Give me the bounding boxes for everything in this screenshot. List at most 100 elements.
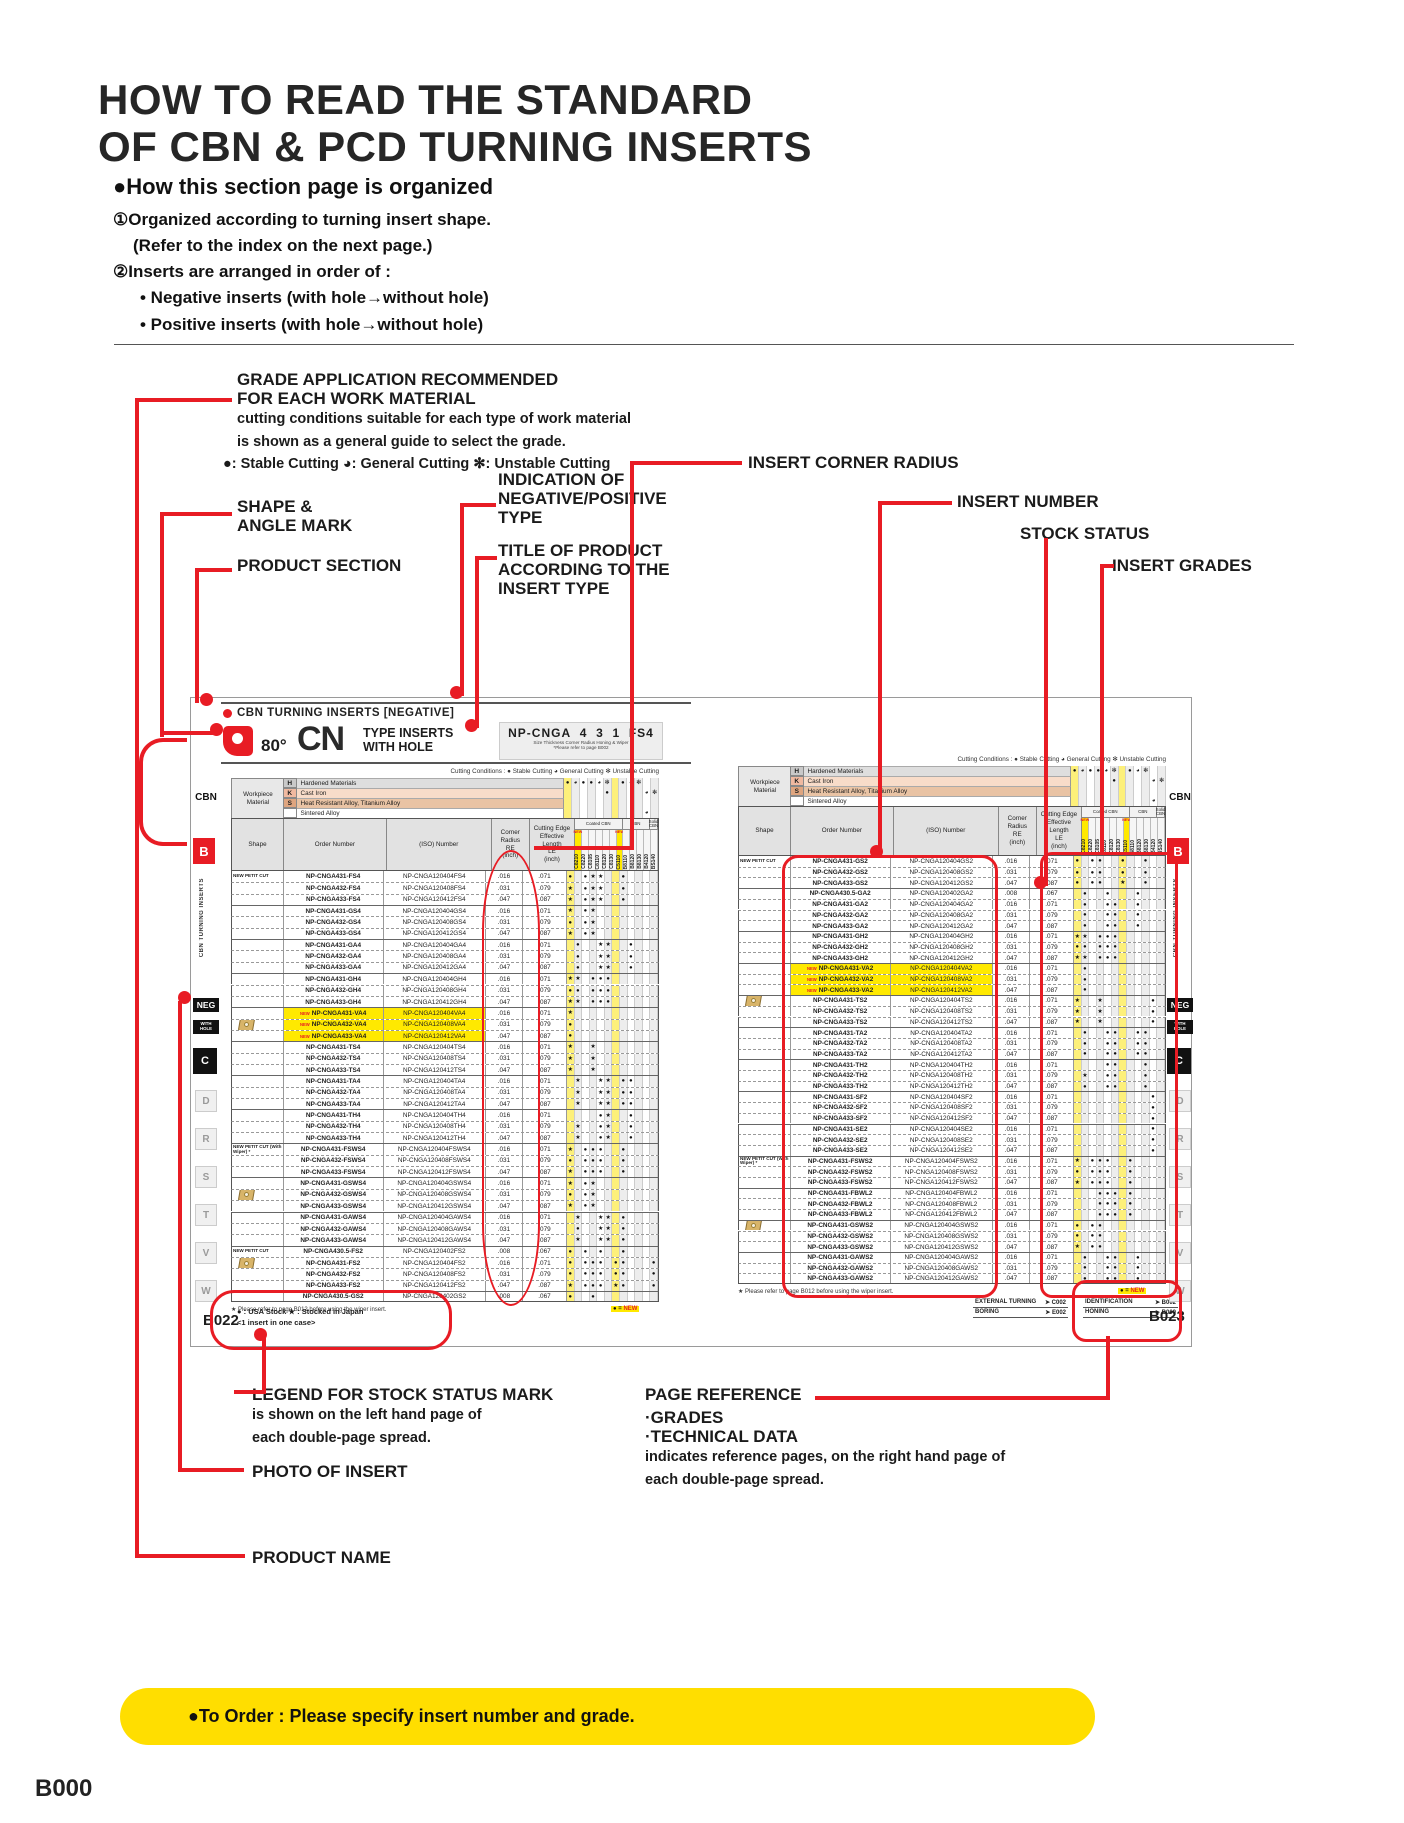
grade-mark-cell bbox=[574, 1178, 583, 1189]
grade-mark-cell: ★ bbox=[589, 917, 598, 928]
grade-mark-cell bbox=[1157, 1167, 1165, 1177]
grade-mark-cell bbox=[1096, 974, 1105, 985]
grade-mark-cell: ★ bbox=[1081, 1071, 1090, 1081]
grade-mark-cell: ● bbox=[1073, 856, 1082, 867]
grade-mark-cell: ★ bbox=[566, 883, 575, 894]
grade-mark-cell bbox=[1119, 1242, 1128, 1252]
corner-radius-cell: .031 bbox=[993, 1006, 1031, 1017]
grade-mark-cell bbox=[1089, 1188, 1097, 1199]
grade-mark-cell bbox=[1104, 1242, 1112, 1252]
grade-mark-cell bbox=[643, 1257, 651, 1269]
callout-shape-angle: SHAPE & ANGLE MARK bbox=[237, 497, 352, 535]
grade-mark-cell bbox=[574, 1110, 583, 1121]
grade-mark-cell: ● bbox=[1150, 1092, 1158, 1103]
grade-mark-cell: ● bbox=[1104, 1049, 1112, 1060]
grade-mark-cell bbox=[1142, 1242, 1150, 1252]
grade-mark-cell: ● bbox=[1089, 867, 1097, 878]
grade-mark-cell: ● bbox=[1096, 1220, 1105, 1231]
grade-mark-cell: ● bbox=[582, 1269, 590, 1280]
workpiece-name: Hardened Materials bbox=[803, 766, 1072, 776]
grade-mark-cell: ● bbox=[1150, 1124, 1158, 1135]
grade-mark-cell bbox=[574, 1019, 583, 1030]
insert-photo bbox=[237, 1257, 256, 1269]
grade-mark-cell bbox=[1135, 1199, 1143, 1210]
grade-mark-cell bbox=[635, 1201, 643, 1212]
grade-mark-cell bbox=[587, 798, 596, 808]
iso-number-cell: NP-CNGA120412GS2 bbox=[891, 878, 993, 889]
intro-line-4: • Negative inserts (with hole→without ho… bbox=[140, 288, 489, 307]
iso-number-cell: NP-CNGA120412GH4 bbox=[384, 996, 486, 1008]
grade-mark-cell: ● bbox=[1089, 1167, 1097, 1177]
grade-mark-cell bbox=[572, 788, 580, 798]
grade-mark-cell bbox=[1096, 910, 1105, 921]
grade-mark-cell: ● bbox=[620, 1257, 628, 1269]
grade-mark-cell bbox=[612, 928, 621, 940]
grade-mark-cell: ● bbox=[589, 1167, 598, 1178]
grade-mark-cell bbox=[1135, 974, 1143, 985]
grade-mark-cell bbox=[604, 894, 613, 906]
callout-line bbox=[815, 1396, 1110, 1400]
grade-mark-cell bbox=[1081, 1231, 1090, 1242]
callout-line bbox=[135, 398, 232, 402]
grade-mark-cell: ● bbox=[1104, 1252, 1112, 1263]
edge-length-cell: .079 bbox=[1030, 1071, 1074, 1081]
grade-mark-cell bbox=[1127, 1081, 1135, 1092]
grade-mark-cell bbox=[1118, 766, 1127, 776]
grade-mark-cell bbox=[1089, 889, 1097, 899]
shape-cell bbox=[232, 1189, 284, 1201]
iso-number-cell: NP-CNGA120404VA2 bbox=[890, 964, 993, 974]
grade-mark-cell: ★ bbox=[604, 1110, 613, 1121]
shape-cell bbox=[232, 906, 284, 917]
iso-number-cell: NP-CNGA120408GSWS2 bbox=[891, 1231, 993, 1242]
order-number-cell: NP-CNGA433-TA2 bbox=[791, 1049, 891, 1060]
grade-mark-cell bbox=[650, 1189, 658, 1201]
grade-mark-cell bbox=[1126, 776, 1135, 786]
corner-radius-cell: .016 bbox=[993, 1220, 1031, 1231]
grade-mark-cell bbox=[589, 1087, 598, 1098]
grade-mark-cell bbox=[1073, 921, 1082, 931]
grade-mark-cell bbox=[566, 1121, 575, 1133]
grade-mark-cell bbox=[604, 1019, 613, 1030]
grade-mark-cell bbox=[1089, 1017, 1097, 1028]
grade-mark-cell: ● bbox=[582, 928, 590, 940]
callout-line bbox=[630, 461, 742, 465]
shape-cell: NEW PETIT CUT bbox=[232, 871, 284, 883]
grade-mark-cell bbox=[643, 917, 651, 928]
edge-length-cell: .071 bbox=[523, 1076, 567, 1087]
shape-cell bbox=[232, 1280, 284, 1291]
grade-mark-cell bbox=[596, 798, 604, 808]
shape-cell bbox=[232, 1257, 284, 1269]
grade-mark-cell: ● bbox=[1104, 1188, 1112, 1199]
grade-mark-cell bbox=[1158, 786, 1166, 796]
grade-mark-cell bbox=[650, 1212, 658, 1223]
grade-mark-cell bbox=[1111, 1167, 1120, 1177]
shape-cell bbox=[232, 940, 284, 951]
grade-mark-cell: ◕ bbox=[1134, 766, 1143, 776]
workpiece-marks: ◕ bbox=[1071, 796, 1166, 806]
grade-mark-cell bbox=[1111, 856, 1120, 867]
grade-mark-cell: ★ bbox=[589, 1178, 598, 1189]
grade-mark-cell: ● bbox=[1081, 1049, 1090, 1060]
grade-mark-cell bbox=[589, 1076, 598, 1087]
grade-mark-cell bbox=[650, 928, 658, 940]
grade-mark-cell bbox=[1157, 1038, 1165, 1049]
order-number-cell: NP-CNGA432-SF2 bbox=[791, 1103, 891, 1113]
grade-mark-cell: ● bbox=[597, 1133, 605, 1144]
grade-mark-cell bbox=[603, 798, 612, 808]
grade-mark-cell: ★ bbox=[566, 1053, 575, 1064]
grade-mark-cell bbox=[1081, 1210, 1090, 1220]
grade-mark-cell bbox=[1071, 786, 1080, 796]
iso-number-cell: NP-CNGA120408GH2 bbox=[891, 942, 993, 953]
iso-number-cell: NP-CNGA120408GSWS4 bbox=[384, 1189, 486, 1201]
grade-mark-cell bbox=[1157, 910, 1165, 921]
grade-mark-cell bbox=[1142, 1113, 1150, 1124]
